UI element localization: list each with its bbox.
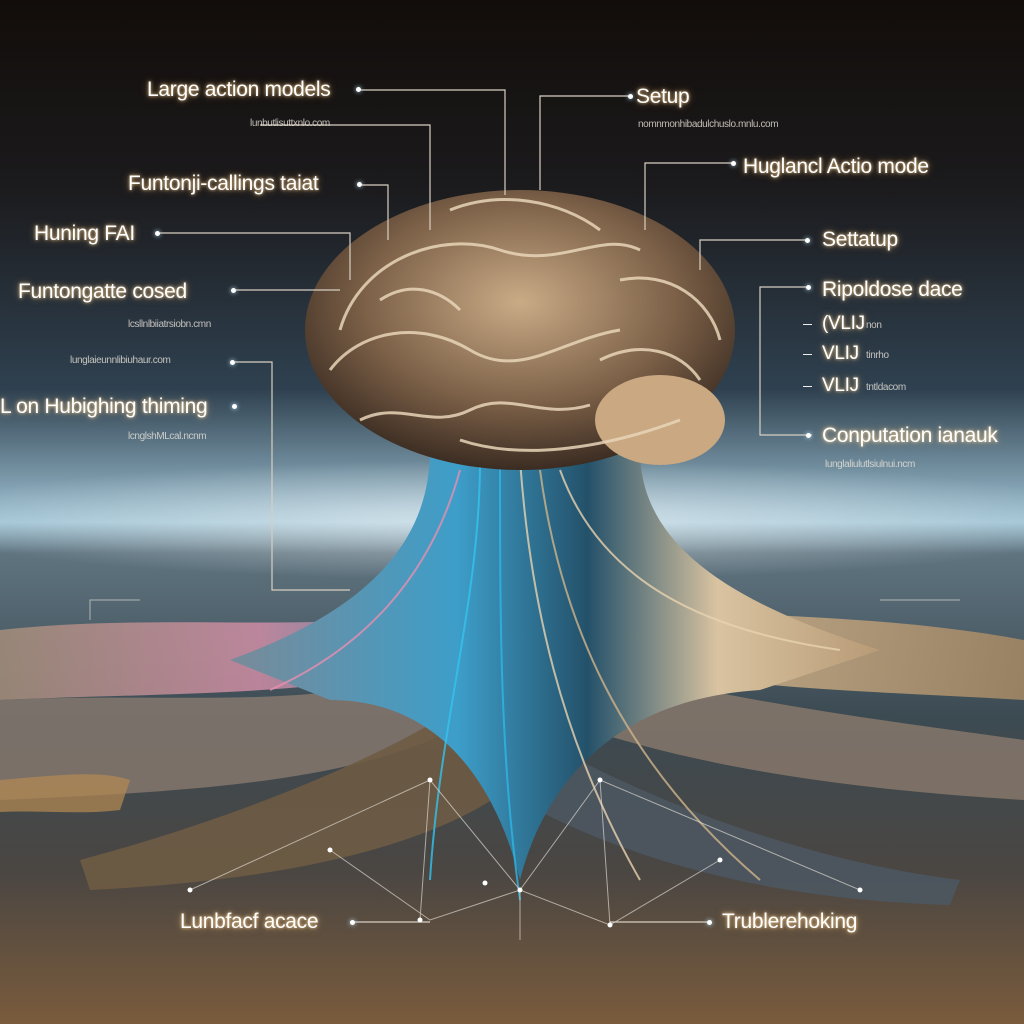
label-large-action-models: Large action models: [147, 78, 331, 101]
leader-lines: [160, 89, 812, 923]
label-ripoldose-dace: Ripoldose dace: [822, 278, 963, 301]
leader-dot: [806, 433, 811, 438]
sublabel: lunbutlisuttxnlo.com: [250, 118, 330, 129]
leader-dot: [232, 404, 237, 409]
label-vlu-1: (VLIJ: [822, 313, 865, 334]
label-vlu-2: VLIJ: [822, 343, 859, 364]
leader-dot: [231, 288, 236, 293]
leader-dot: [707, 920, 712, 925]
floor-node-dots: [187, 777, 863, 928]
sublabel: nomnmonhibadulchuslo.mnlu.com: [638, 119, 779, 130]
leader-dot: [357, 182, 362, 187]
trunk: [230, 450, 880, 880]
list-dash: [803, 324, 812, 325]
leader-dot: [731, 161, 736, 166]
trunk-strands: [269, 459, 841, 901]
label-setup-right: Settatup: [822, 228, 898, 251]
label-function-cosed: Funtongatte cosed: [18, 280, 187, 303]
leader-dot: [805, 238, 810, 243]
leader-dot: [230, 360, 235, 365]
leader-dot: [806, 285, 811, 290]
sublabel: tntldacom: [866, 382, 906, 393]
label-function-calling: Funtonji-callings taiat: [128, 172, 319, 195]
leader-dot: [356, 87, 361, 92]
sublabel: tinrho: [866, 350, 889, 361]
label-on-hubging: L on Hubighing thiming: [0, 395, 208, 418]
sublabel: lunglaieunnlibiuhaur.com: [70, 355, 171, 366]
label-computation: Conputation ianauk: [822, 424, 998, 447]
label-hunting-fai: Huning FAI: [34, 222, 135, 245]
sublabel: lcnglshMLcal.ncnm: [128, 431, 207, 442]
label-setup-top: Setup: [636, 85, 690, 108]
label-lunbfact-access: Lunbfacf acace: [180, 910, 319, 933]
sublabel: non: [866, 320, 882, 331]
leader-dot: [628, 94, 633, 99]
list-dash: [803, 386, 812, 387]
label-hugging-action-mode: Huglancl Actio mode: [743, 155, 929, 178]
leader-dot: [350, 920, 355, 925]
sublabel: lunglaliulutlsiulnui.ncm: [825, 459, 915, 470]
list-dash: [803, 354, 812, 355]
brain: [305, 190, 735, 470]
leader-dot: [155, 231, 160, 236]
label-troubleshooting: Trublerehoking: [722, 910, 858, 933]
label-vlu-3: VLIJ: [822, 375, 859, 396]
sublabel: lcsllnlbiiatrsiobn.cmn: [128, 319, 211, 330]
